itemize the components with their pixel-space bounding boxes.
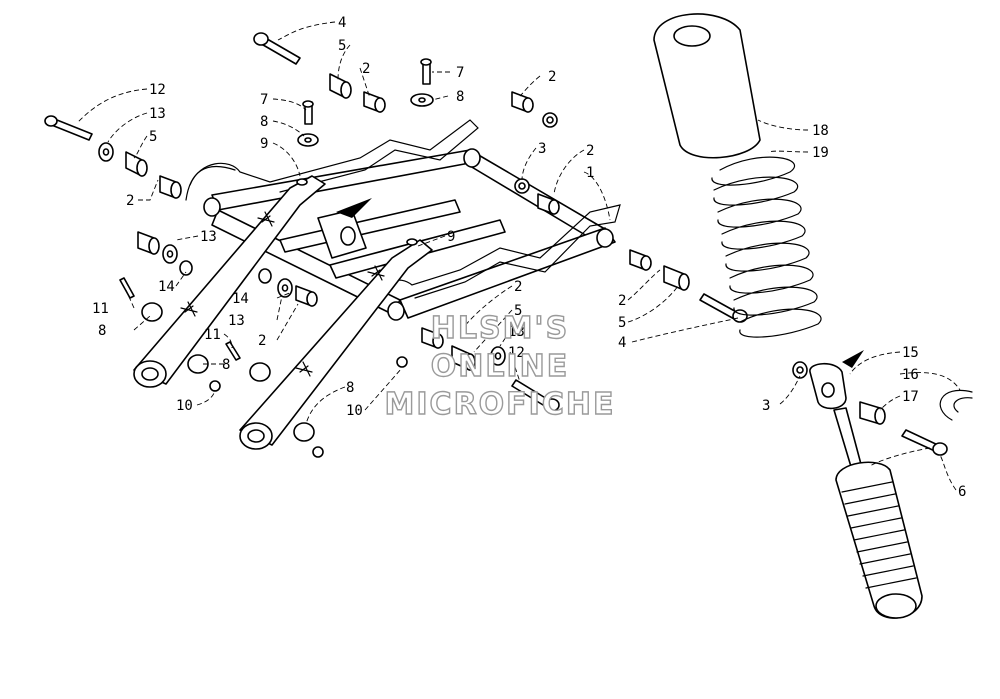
bolt-4-right — [699, 293, 748, 323]
left-idler-arm — [133, 175, 326, 388]
callout-5: 5 — [149, 129, 157, 145]
washer-and-nut-parts — [98, 93, 808, 458]
callout-13: 13 — [228, 313, 245, 329]
callout-10: 10 — [346, 403, 363, 419]
watermark-line-3: MICROFICHE — [385, 387, 616, 422]
shock-spring-19 — [711, 156, 822, 338]
callout-13: 13 — [508, 324, 525, 340]
callout-5: 5 — [338, 38, 346, 54]
retaining-ring-16 — [939, 389, 973, 421]
callout-15: 15 — [902, 345, 919, 361]
callout-14: 14 — [158, 279, 175, 295]
callout-2: 2 — [618, 293, 626, 309]
callout-17: 17 — [902, 389, 919, 405]
callout-10: 10 — [176, 398, 193, 414]
shock-cap-18 — [653, 13, 761, 159]
callout-6: 6 — [958, 484, 966, 500]
callout-5: 5 — [618, 315, 626, 331]
callout-3: 3 — [538, 141, 546, 157]
callout-16: 16 — [902, 367, 919, 383]
callout-4: 4 — [338, 15, 346, 31]
bolt-4-top — [253, 32, 301, 65]
callout-19: 19 — [812, 145, 829, 161]
callout-8: 8 — [222, 357, 230, 373]
callout-14: 14 — [232, 291, 249, 307]
bolt-12-center — [511, 379, 560, 412]
callout-3: 3 — [762, 398, 770, 414]
callout-2: 2 — [586, 143, 594, 159]
callout-13: 13 — [200, 229, 217, 245]
callout-13: 13 — [149, 106, 166, 122]
callout-8: 8 — [260, 114, 268, 130]
callout-8: 8 — [98, 323, 106, 339]
callout-12: 12 — [508, 345, 525, 361]
callout-7: 7 — [260, 92, 268, 108]
callout-8: 8 — [456, 89, 464, 105]
bolt-12-left — [44, 115, 93, 141]
callout-5: 5 — [514, 303, 522, 319]
watermark-line-1: HLSM'S — [431, 311, 569, 346]
watermark: HLSM'S ONLINE MICROFICHE — [384, 310, 616, 422]
bolt-7-top — [420, 58, 432, 85]
leader-lines — [77, 21, 961, 491]
screw-11-left — [119, 277, 135, 299]
spacer-parts — [125, 73, 886, 425]
callout-11: 11 — [92, 301, 109, 317]
callout-2: 2 — [548, 69, 556, 85]
callout-9: 9 — [260, 136, 268, 152]
callout-labels: 4 5 2 7 8 12 13 5 2 13 14 7 8 9 9 2 3 2 … — [92, 15, 966, 500]
callout-2: 2 — [258, 333, 266, 349]
bolt-7-left — [302, 100, 314, 125]
bolt-6-shock — [901, 429, 948, 456]
callout-11: 11 — [204, 327, 221, 343]
callout-9: 9 — [447, 229, 455, 245]
callout-2: 2 — [514, 279, 522, 295]
callout-8: 8 — [346, 380, 354, 396]
callout-2: 2 — [362, 61, 370, 77]
right-idler-arm — [239, 238, 433, 450]
callout-4: 4 — [618, 335, 626, 351]
callout-2: 2 — [126, 193, 134, 209]
shock-absorber-15 — [809, 362, 923, 619]
watermark-line-2: ONLINE — [431, 349, 570, 384]
callout-18: 18 — [812, 123, 829, 139]
callout-12: 12 — [149, 82, 166, 98]
screw-11-center — [225, 341, 241, 361]
callout-1: 1 — [586, 165, 594, 181]
callout-7: 7 — [456, 65, 464, 81]
